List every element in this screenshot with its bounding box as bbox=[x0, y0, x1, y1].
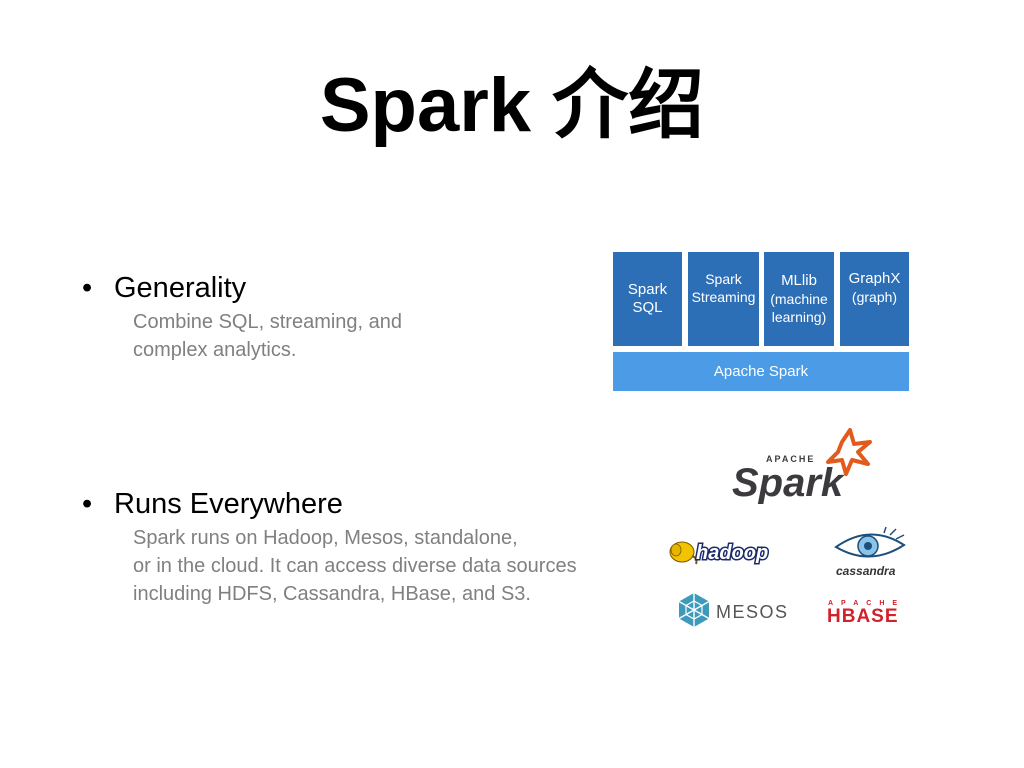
apache-spark-base: Apache Spark bbox=[613, 352, 909, 391]
spark-star-icon bbox=[826, 428, 872, 476]
spark-logo-word: Spark bbox=[732, 461, 845, 504]
module-label-line: Spark bbox=[627, 281, 668, 298]
bullet-dot: • bbox=[82, 488, 93, 520]
slide-title: Spark 介绍 bbox=[319, 63, 705, 148]
description-line: or in the cloud. It can access diverse d… bbox=[133, 555, 577, 577]
module-label-line: Streaming bbox=[691, 289, 756, 305]
bullet-generality-description: Combine SQL, streaming, and complex anal… bbox=[133, 308, 402, 364]
description-line: including HDFS, Cassandra, HBase, and S3… bbox=[133, 583, 531, 605]
cassandra-eye-icon bbox=[834, 527, 906, 558]
module-graphx: GraphX (graph) bbox=[840, 252, 909, 346]
description-line: Spark runs on Hadoop, Mesos, standalone, bbox=[133, 527, 518, 549]
hadoop-logo-text: hadoop bbox=[696, 542, 768, 564]
spark-logo-apache: APACHE bbox=[766, 454, 815, 464]
spark-stack-diagram: Spark SQL Spark Streaming MLlib (machine… bbox=[613, 252, 909, 391]
module-label-line: (machine bbox=[770, 291, 828, 307]
module-label-line: SQL bbox=[632, 299, 663, 316]
cassandra-logo-text: cassandra bbox=[836, 564, 896, 578]
mesos-logo-text: MESOS bbox=[716, 602, 789, 622]
module-label-line: GraphX bbox=[848, 270, 901, 287]
bullet-generality: • Generality bbox=[82, 271, 246, 305]
hadoop-elephant-icon bbox=[669, 541, 698, 565]
mesos-hexagon-icon bbox=[678, 593, 710, 627]
bullet-heading: Runs Everywhere bbox=[114, 488, 343, 520]
description-line: Combine SQL, streaming, and bbox=[133, 311, 403, 333]
apache-spark-logo: APACHE Spark bbox=[732, 428, 872, 504]
module-spark-streaming: Spark Streaming bbox=[688, 252, 759, 346]
description-line: complex analytics. bbox=[133, 339, 297, 361]
cassandra-logo: cassandra bbox=[834, 527, 906, 578]
hbase-logo: APACHE HBASE bbox=[827, 600, 905, 624]
module-label-line: learning) bbox=[771, 309, 827, 325]
bullet-runs-everywhere: • Runs Everywhere bbox=[82, 487, 343, 521]
bullet-heading: Generality bbox=[114, 272, 247, 304]
hbase-logo-text: HBASE bbox=[827, 606, 899, 624]
hbase-logo-apache: APACHE bbox=[828, 600, 905, 607]
module-label-line: (graph) bbox=[851, 289, 898, 305]
module-label-line: Spark bbox=[705, 271, 742, 287]
bullet-dot: • bbox=[82, 272, 93, 304]
bullet-runs-everywhere-description: Spark runs on Hadoop, Mesos, standalone,… bbox=[133, 524, 577, 608]
module-spark-sql: Spark SQL bbox=[613, 252, 682, 346]
mesos-logo: MESOS bbox=[678, 593, 789, 627]
module-mllib: MLlib (machine learning) bbox=[764, 252, 834, 346]
module-label-line: MLlib bbox=[781, 272, 817, 289]
hadoop-logo: hadoop bbox=[669, 541, 770, 566]
